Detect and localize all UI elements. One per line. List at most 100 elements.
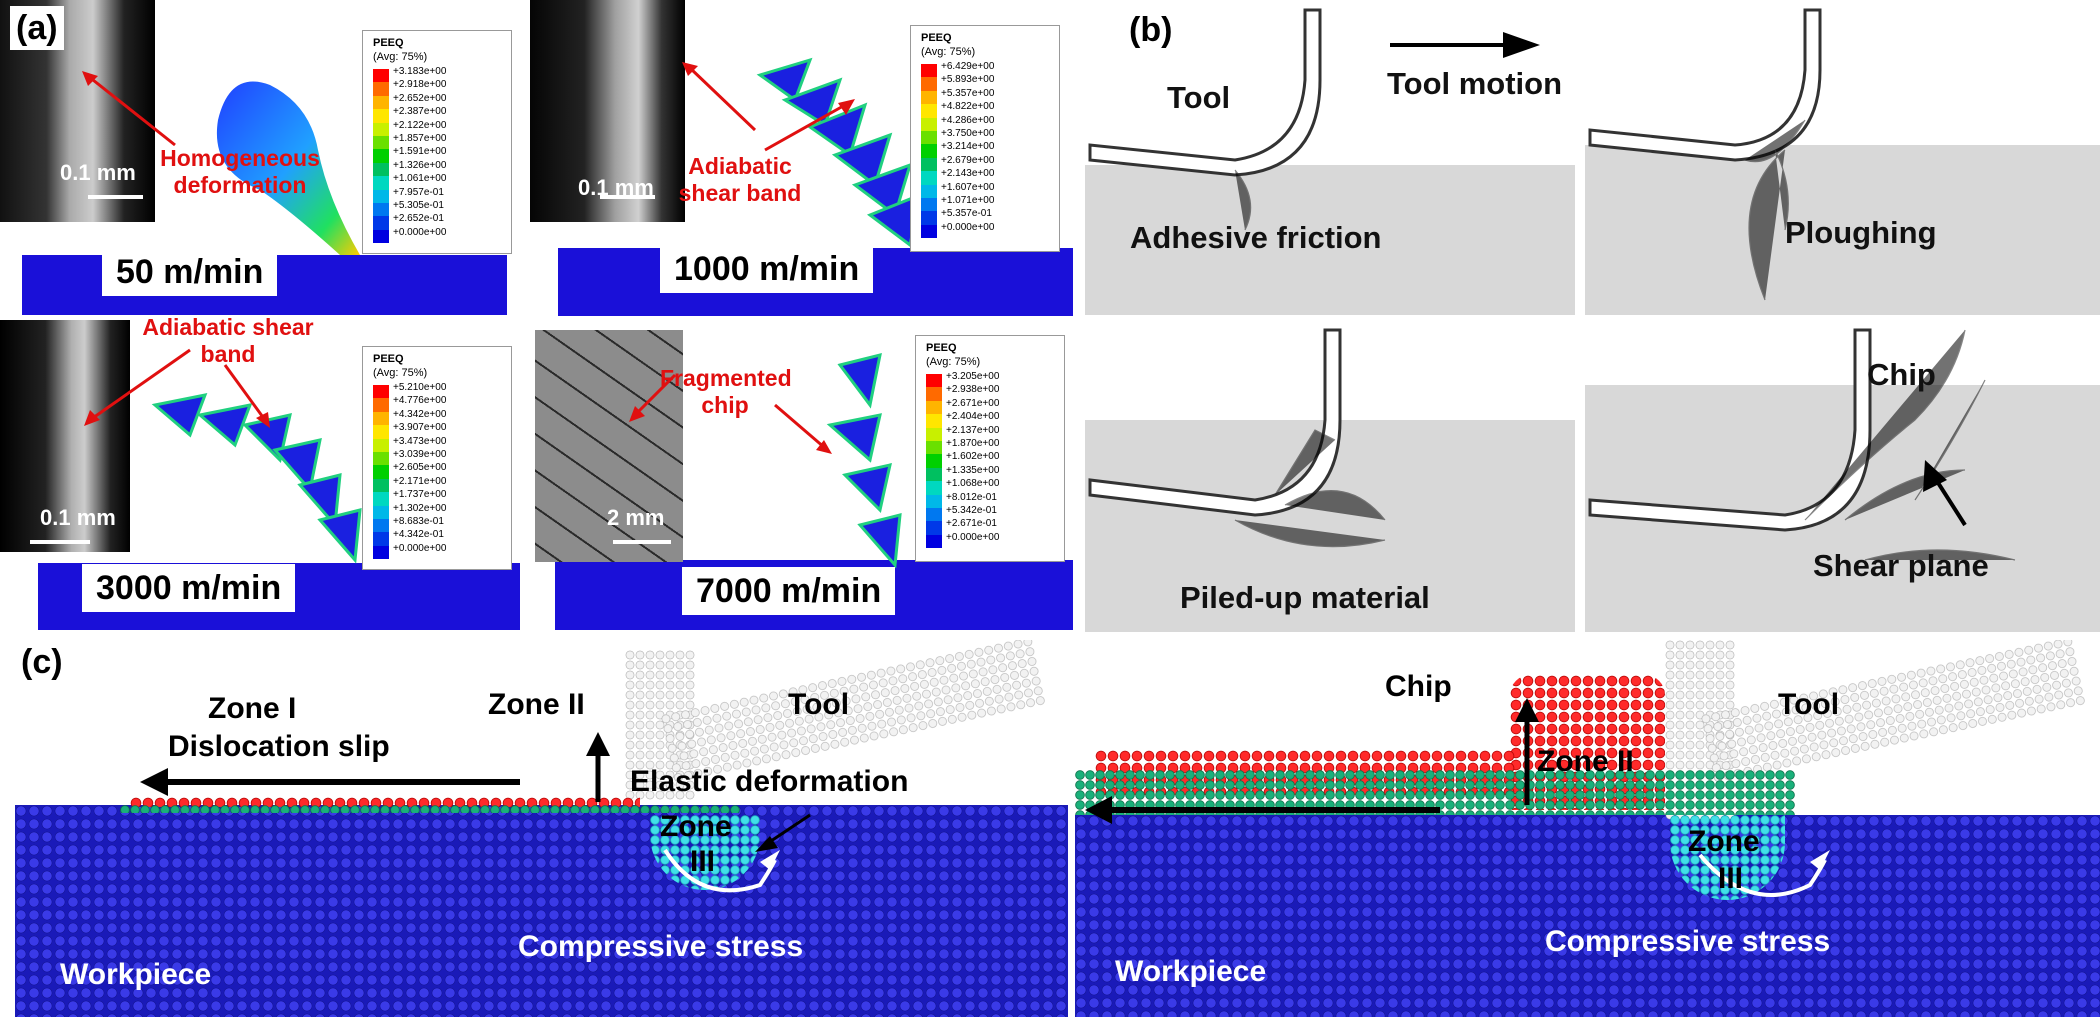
legend-value: +3.907e+00: [393, 422, 447, 434]
peeq-legend: PEEQ (Avg: 75%) +5.210e+00+4.776e+00+4.3…: [362, 346, 512, 570]
chip-label: Chip: [1867, 357, 1936, 392]
legend-values: +6.429e+00+5.893e+00+5.357e+00+4.822e+00…: [941, 60, 994, 234]
legend-swatch: [921, 130, 937, 145]
legend-swatch: [373, 95, 389, 110]
legend-value: +2.387e+00: [393, 106, 447, 118]
legend-value: +2.605e+00: [393, 462, 447, 474]
legend-swatches: [373, 69, 389, 244]
compressive-label: Compressive stress: [518, 930, 804, 963]
legend-value: +2.122e+00: [393, 119, 447, 131]
legend-value: +3.039e+00: [393, 449, 447, 461]
case-3000: 0.1 mm Adiabatic shear band 3000 m/min P…: [0, 314, 540, 632]
legend-value: +3.183e+00: [393, 66, 447, 77]
legend-value: +1.870e+00: [946, 438, 1000, 450]
legend-value: +1.602e+00: [946, 451, 1000, 463]
divider: [1068, 800, 1074, 1019]
legend-value: +2.671e-01: [946, 518, 997, 530]
case-50: 0.1 mm (a) Homogeneous deformation 50 m/…: [0, 0, 540, 320]
legend-value: +0.000e+00: [393, 226, 447, 238]
zone3-label: Zone: [660, 810, 732, 843]
panel-c: (c) Zone I Dislocation slip Zone II Tool…: [0, 640, 2100, 1019]
adhesive-friction-label: Adhesive friction: [1130, 220, 1382, 255]
scale-bar: [613, 540, 671, 544]
legend-value: +1.335e+00: [946, 464, 1000, 476]
annotation-label: Adiabatic shear band: [678, 153, 802, 206]
legend-swatch: [373, 398, 389, 412]
chip-contour: [151, 392, 362, 564]
legend-value: +3.214e+00: [941, 141, 995, 153]
legend-swatch: [373, 122, 389, 136]
tool-outlines: [1088, 8, 2016, 561]
panel-a-tag: (a): [10, 6, 64, 50]
legend-swatch: [926, 507, 942, 522]
micrograph: 0.1 mm: [0, 320, 130, 552]
legend-swatches: [921, 64, 937, 239]
sim-piledup: [1085, 325, 1575, 632]
legend-swatch: [373, 465, 389, 479]
legend-value: +2.652e+00: [393, 92, 447, 104]
ploughing-label: Ploughing: [1785, 215, 1937, 250]
legend-swatch: [921, 104, 937, 118]
legend-value: +7.957e-01: [393, 186, 444, 198]
peeq-legend: PEEQ (Avg: 75%) +6.429e+00+5.893e+00+5.3…: [910, 25, 1060, 252]
boundary-atoms: [120, 805, 740, 813]
scale-label: 0.1 mm: [60, 160, 136, 185]
workpiece-lattice: [15, 805, 1070, 1017]
peeq-legend: PEEQ (Avg: 75%) +3.205e+00+2.938e+00+2.6…: [915, 335, 1065, 562]
legend-value: +2.679e+00: [941, 154, 995, 166]
tool-label: Tool: [788, 688, 850, 721]
panel-c-tag: (c): [15, 640, 69, 684]
case-7000: 2 mm Fragmented chip 7000 m/min PEEQ (Av…: [530, 320, 1075, 632]
legend-swatch: [373, 505, 389, 519]
legend-swatch: [926, 467, 942, 482]
legend-swatch: [373, 532, 389, 546]
legend-value: +5.342e-01: [946, 505, 997, 517]
legend-value: +5.305e-01: [393, 200, 444, 212]
legend-swatch: [921, 171, 937, 185]
legend-value: +1.071e+00: [941, 195, 995, 207]
legend-value: +2.671e+00: [946, 397, 1000, 409]
legend-value: +1.068e+00: [946, 478, 1000, 490]
zone2-label: Zone II: [488, 688, 585, 721]
panel-b-tag: (b): [1123, 8, 1179, 52]
tool-motion-label: Tool motion: [1387, 66, 1563, 101]
legend-value: +1.302e+00: [393, 502, 447, 514]
annotation-arrow: [774, 403, 832, 454]
micrograph: 0.1 mm: [530, 0, 685, 222]
legend-swatch: [926, 427, 942, 441]
annotation-arrow: [764, 99, 855, 152]
sim-ploughing: [1585, 0, 2100, 315]
legend-value: +0.000e+00: [941, 221, 995, 233]
legend-value: +3.205e+00: [946, 371, 1000, 382]
legend-value: +5.357e-01: [941, 208, 992, 220]
legend-swatch: [926, 494, 942, 508]
legend-swatch: [921, 157, 937, 172]
chip-fragments: [826, 352, 902, 569]
legend-swatch: [373, 385, 389, 399]
legend-value: +2.918e+00: [393, 79, 447, 91]
legend-title: PEEQ: [926, 342, 957, 354]
right-arrows: [1085, 698, 1830, 897]
tool-label: Tool: [1778, 688, 1840, 721]
legend-value: +1.607e+00: [941, 181, 995, 193]
legend-value: +2.652e-01: [393, 213, 444, 225]
legend-swatch: [926, 414, 942, 428]
legend-swatch: [373, 492, 389, 506]
workpiece: [1085, 165, 1575, 315]
workpiece: [1585, 145, 2100, 315]
legend-swatch: [373, 176, 389, 190]
legend-value: +3.750e+00: [941, 128, 995, 140]
speed-label: 50 m/min: [102, 248, 278, 296]
legend-swatch: [373, 545, 389, 560]
legend-value: +3.473e+00: [393, 435, 447, 447]
case-1000: 0.1 mm Adiabatic shear band 1000 m/min P…: [530, 0, 1075, 320]
speed-label: 7000 m/min: [682, 567, 896, 615]
legend-value: +1.061e+00: [393, 173, 447, 185]
zone1-label: Zone I: [208, 692, 297, 725]
legend-swatch: [373, 162, 389, 177]
legend-value: +2.137e+00: [946, 424, 1000, 436]
legend-swatch: [921, 211, 937, 225]
annotation-label: Adiabatic shear band: [142, 314, 314, 367]
legend-swatch: [926, 521, 942, 535]
legend-swatch: [921, 184, 937, 198]
